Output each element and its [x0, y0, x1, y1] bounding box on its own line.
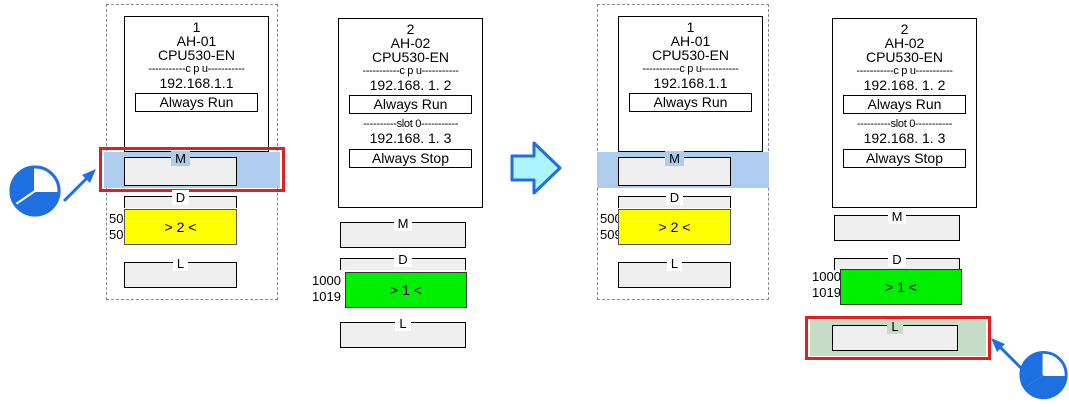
l-device-box[interactable]: L	[618, 256, 731, 288]
d2-label: D	[394, 252, 412, 267]
cpu-card-1-right[interactable]: 1 AH-01 CPU530-EN -----------c p u------…	[618, 16, 763, 152]
d2-range-start: 1000	[312, 273, 341, 288]
cpu-ip: 192.168. 1. 2	[863, 77, 946, 93]
d-device-box[interactable]: D	[618, 190, 731, 208]
m-device-box[interactable]: M	[618, 151, 731, 186]
d2-label: D	[888, 252, 906, 267]
mouse-click-icon	[9, 165, 61, 217]
cpu-model: CPU530-EN	[371, 49, 450, 65]
l2-device-box[interactable]: L	[340, 316, 466, 348]
d-label: D	[171, 190, 190, 205]
selection-outline-m	[99, 147, 285, 192]
slot-ip: 192.168. 1. 3	[369, 130, 452, 146]
cpu-separator: -----------c p u-----------	[856, 65, 953, 77]
d-range-end: 509	[600, 227, 622, 242]
m-area-highlight-left: M	[104, 151, 280, 188]
d-block-2[interactable]: > 2 <	[618, 209, 731, 245]
cpu-card-2-right[interactable]: 2 AH-02 CPU530-EN -----------c p u------…	[832, 18, 977, 208]
station-name: AH-02	[884, 35, 925, 51]
cpu-model: CPU530-EN	[651, 47, 730, 63]
m2-label: M	[887, 209, 907, 224]
cpu-ip: 192.168.1.1	[159, 75, 234, 91]
station-name: AH-01	[176, 33, 217, 49]
d-block-2[interactable]: > 2 <	[124, 209, 237, 245]
l2-label: L	[395, 316, 411, 331]
m2-device-box[interactable]: M	[340, 216, 466, 248]
m-label: M	[171, 151, 190, 166]
cpu-mode[interactable]: Always Run	[135, 93, 258, 112]
slot-separator: ----------slot 0-----------	[362, 118, 459, 130]
slot-ip: 192.168. 1. 3	[863, 130, 946, 146]
l-label: L	[666, 256, 683, 271]
transition-arrow-icon	[510, 141, 562, 195]
station-name: AH-02	[390, 35, 431, 51]
selection-outline-l2	[805, 316, 991, 360]
m-device-box[interactable]: M	[124, 151, 237, 186]
station-number: 2	[406, 21, 415, 37]
l2-label: L	[887, 319, 903, 334]
station-name: AH-01	[670, 33, 711, 49]
d2-range-end: 1019	[812, 285, 841, 300]
d-device-box[interactable]: D	[124, 190, 237, 208]
cpu-card-1-left[interactable]: 1 AH-01 CPU530-EN -----------c p u------…	[124, 16, 269, 152]
slot-mode[interactable]: Always Stop	[349, 149, 472, 168]
cpu-model: CPU530-EN	[865, 49, 944, 65]
cpu-separator: -----------c p u-----------	[362, 65, 459, 77]
pointer-arrow-icon	[62, 169, 96, 203]
l-device-box[interactable]: L	[124, 256, 237, 288]
m2-device-box[interactable]: M	[834, 209, 960, 241]
l2-device-box[interactable]: L	[832, 319, 958, 351]
slot-mode[interactable]: Always Stop	[843, 149, 966, 168]
cpu-mode[interactable]: Always Run	[843, 95, 966, 114]
d2-device-box[interactable]: D	[834, 252, 960, 270]
d2-block-1[interactable]: > 1 <	[345, 272, 467, 308]
m-area-highlight-right: M	[597, 151, 769, 188]
cpu-separator: -----------c p u-----------	[148, 63, 245, 75]
m2-label: M	[393, 216, 413, 231]
l2-area-highlight-right: L	[810, 319, 986, 356]
cpu-mode[interactable]: Always Run	[629, 93, 752, 112]
cpu-mode[interactable]: Always Run	[349, 95, 472, 114]
d2-block-1[interactable]: > 1 <	[840, 269, 962, 305]
station-number: 1	[192, 19, 201, 35]
cpu-separator: -----------c p u-----------	[642, 63, 739, 75]
station-number: 1	[686, 19, 695, 35]
m-label: M	[665, 151, 684, 166]
slot-separator: ----------slot 0-----------	[856, 118, 953, 130]
cpu-model: CPU530-EN	[157, 47, 236, 63]
cpu-ip: 192.168. 1. 2	[369, 77, 452, 93]
d-range-start: 500	[600, 211, 622, 226]
l-label: L	[172, 256, 189, 271]
station-number: 2	[900, 21, 909, 37]
d2-range-end: 1019	[312, 289, 341, 304]
d-label: D	[665, 190, 684, 205]
d2-range-start: 1000	[812, 269, 841, 284]
pointer-arrow-icon	[991, 338, 1025, 372]
cpu-ip: 192.168.1.1	[653, 75, 728, 91]
d2-device-box[interactable]: D	[340, 252, 466, 270]
cpu-card-2-left[interactable]: 2 AH-02 CPU530-EN -----------c p u------…	[338, 18, 483, 208]
mouse-click-icon	[1019, 350, 1068, 400]
